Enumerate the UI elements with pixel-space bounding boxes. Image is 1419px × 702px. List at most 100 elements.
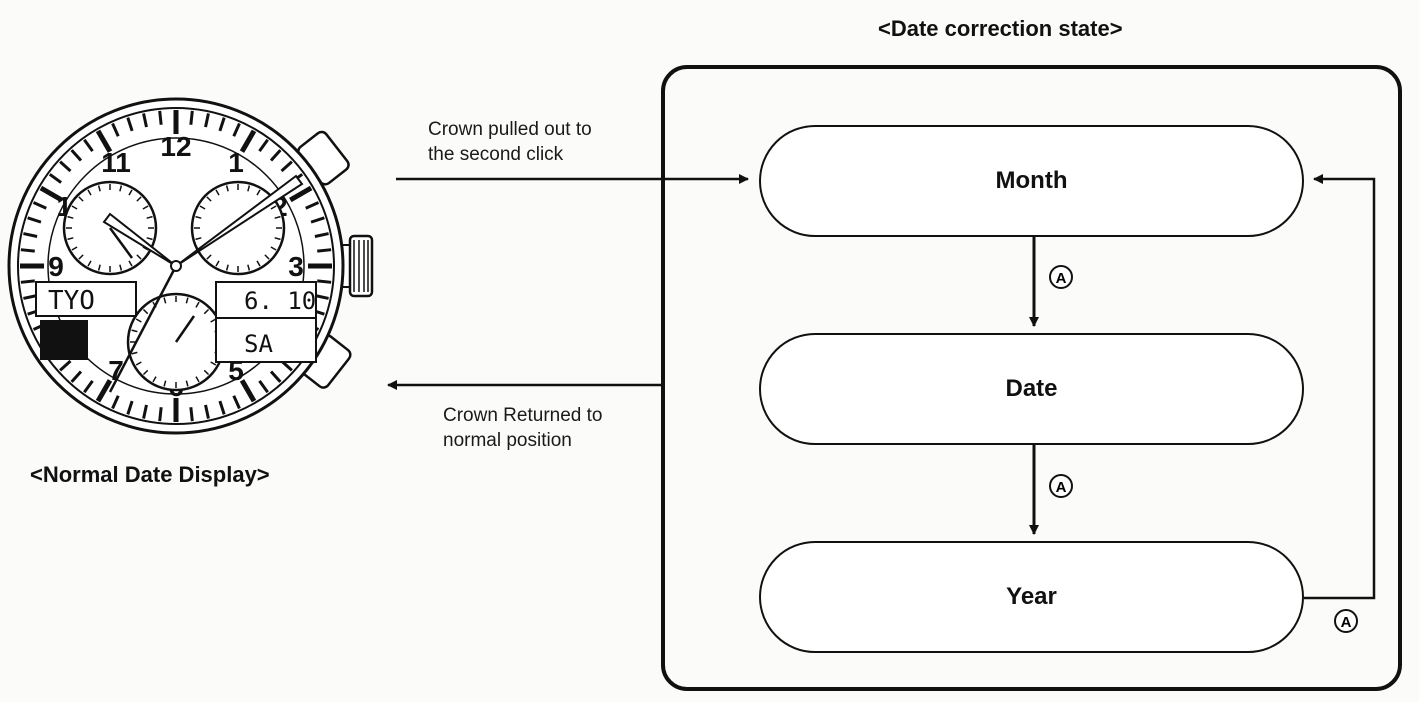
subdial-tick [199, 205, 206, 210]
subdial-tick [264, 254, 270, 260]
subdial-tick [185, 380, 189, 387]
subdial-tick [206, 254, 212, 260]
button-a-label-3: A [1341, 614, 1352, 631]
minute-tick [239, 379, 257, 403]
minute-tick [269, 370, 282, 383]
crown-pulled-line-2: the second click [428, 144, 564, 165]
subdial-tick [225, 185, 229, 192]
hour-numeral: 9 [48, 251, 64, 282]
subdial-tick [203, 369, 210, 376]
minute-tick [111, 122, 120, 137]
left-lcd-text: TYO [48, 286, 95, 316]
subdial-tick [195, 376, 200, 383]
minute-tick [305, 201, 320, 210]
state-date: Date [759, 333, 1304, 445]
right-lcd-bottom-text: SA [244, 330, 273, 358]
subdial-tick [119, 185, 123, 192]
minute-tick [23, 232, 38, 238]
right-lcd-top-text: 6. 10 [244, 287, 316, 315]
minute-tick [232, 122, 241, 137]
minute-tick [158, 110, 163, 125]
subdial-tick [128, 189, 133, 196]
crown-pulled-line-1: Crown pulled out to [428, 119, 592, 140]
right-lcd-window [215, 281, 317, 319]
minute-tick [314, 232, 329, 238]
subdial-tick [67, 215, 74, 219]
subdial-tick [195, 237, 202, 241]
subdial-tick [136, 254, 142, 260]
subdial-tick [97, 264, 101, 271]
subdial-tick [128, 260, 133, 267]
minute-tick [310, 216, 325, 224]
subdial-tick [195, 215, 202, 219]
hour-numeral: 7 [108, 355, 124, 386]
minute-tick [142, 404, 148, 419]
subdial-tick [142, 369, 149, 376]
minute-tick [189, 407, 194, 422]
subdial-tick [146, 215, 153, 219]
subdial-tick [131, 351, 138, 355]
minute-tick [269, 149, 282, 162]
crown-returned-line-1: Crown Returned to [443, 405, 603, 426]
minute-tick [20, 279, 35, 284]
minute-tick [289, 185, 313, 203]
subdial-tick [247, 185, 251, 192]
subdial-tick [270, 205, 277, 210]
button-a-marker-2: A [1049, 474, 1073, 498]
subdial-tick [185, 297, 189, 304]
subdial-tick [136, 196, 142, 202]
minute-tick [258, 379, 269, 394]
subdial-tick [270, 246, 277, 251]
left-lcd-window [35, 281, 137, 317]
minute-tick [204, 113, 210, 128]
minute-tick [95, 379, 113, 403]
minute-tick [218, 400, 226, 415]
hour-numeral: 11 [101, 147, 131, 178]
subdial-tick [142, 205, 149, 210]
subdial-tick [215, 260, 220, 267]
subdial-bottom-hand [174, 315, 196, 343]
minute-tick [83, 379, 94, 394]
crown-pulled-note: Crown pulled out to the second click [428, 117, 592, 167]
minute-tick [158, 407, 163, 422]
state-month: Month [759, 125, 1304, 237]
correction-state-frame [661, 65, 1402, 691]
subdial-tick [119, 264, 123, 271]
right-lcd-window-lower [215, 317, 317, 363]
subdial-tick [87, 189, 92, 196]
seconds-hand [108, 265, 178, 393]
button-a-label-2: A [1056, 479, 1067, 496]
minute-tick [142, 113, 148, 128]
crown-returned-note: Crown Returned to normal position [443, 403, 602, 453]
button-a-marker-1: A [1049, 265, 1073, 289]
hour-numeral: 1 [228, 147, 244, 178]
minute-tick [95, 129, 113, 153]
subdial-tick [195, 301, 200, 308]
minute-tick [27, 216, 42, 224]
subdial-tick [163, 297, 167, 304]
center-pin [170, 260, 182, 272]
minute-tick [258, 138, 269, 153]
subdial-tick [78, 254, 84, 260]
minute-tick [204, 404, 210, 419]
subdial-tick [210, 318, 217, 323]
subdial-tick [131, 329, 138, 333]
subdial-tick [67, 237, 74, 241]
subdial-tick [87, 260, 92, 267]
normal-date-display-title: <Normal Date Display> [30, 462, 270, 487]
minute-tick [83, 138, 94, 153]
subdial-tick [152, 376, 157, 383]
minute-tick [280, 160, 293, 173]
subdial-tick [78, 196, 84, 202]
minute-tick [232, 395, 241, 410]
crown-returned-line-2: normal position [443, 430, 572, 451]
subdial-tick [256, 260, 261, 267]
minute-tick [126, 117, 134, 132]
minute-tick [32, 201, 47, 210]
state-year: Year [759, 541, 1304, 653]
subdial-tick [256, 189, 261, 196]
minute-tick [70, 149, 83, 162]
subdial-tick [274, 237, 281, 241]
